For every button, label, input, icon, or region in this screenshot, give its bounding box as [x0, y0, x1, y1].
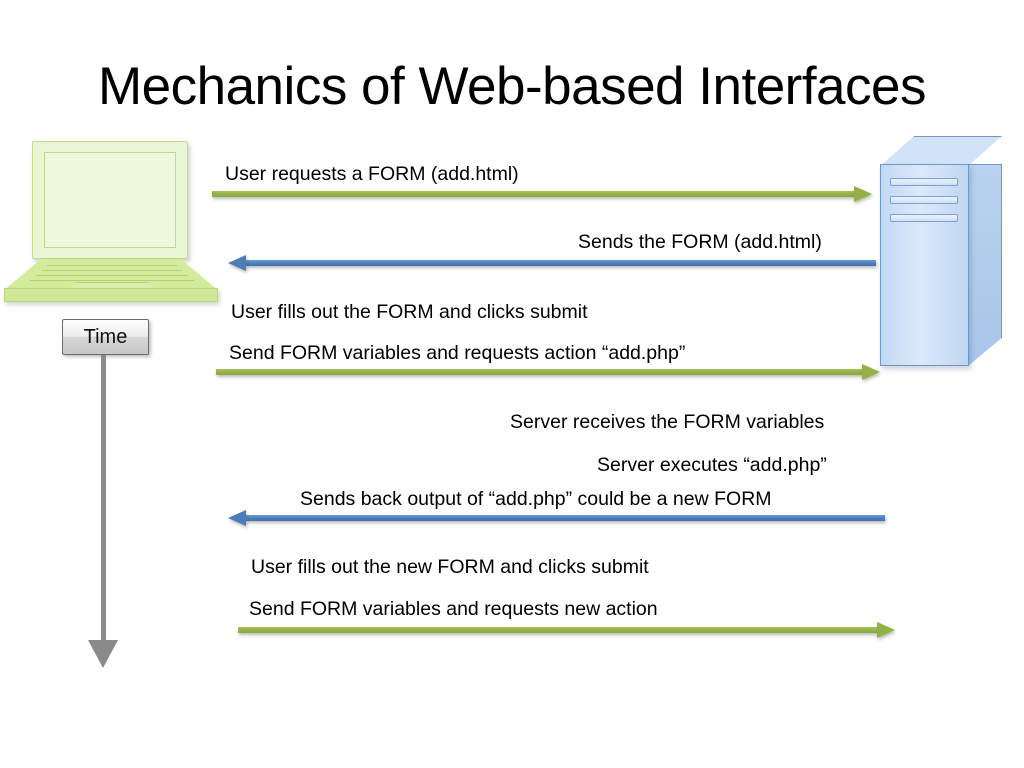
- server-drive-slot: [890, 178, 958, 186]
- message-label-1: User requests a FORM (add.html): [225, 163, 519, 185]
- arrow-head-icon: [877, 622, 895, 638]
- arrow-shaft: [245, 260, 876, 266]
- request-arrow-1: [212, 186, 872, 202]
- response-arrow-1: [228, 255, 876, 271]
- laptop-keyboard-deck: [4, 258, 218, 290]
- message-label-2: Sends the FORM (add.html): [578, 231, 822, 253]
- message-label-3: User fills out the FORM and clicks submi…: [231, 301, 588, 323]
- arrow-head-icon: [228, 255, 246, 271]
- client-laptop-icon: [0, 136, 228, 318]
- time-axis-arrowhead-icon: [88, 640, 118, 668]
- time-axis-line: [101, 355, 106, 645]
- time-label: Time: [83, 325, 128, 348]
- request-arrow-3: [238, 622, 895, 638]
- message-label-9: Send FORM variables and requests new act…: [249, 598, 658, 620]
- server-top-face: [880, 136, 1002, 166]
- server-drive-slot: [890, 214, 958, 222]
- keyboard-row: [42, 270, 182, 271]
- response-arrow-2: [228, 510, 885, 526]
- keyboard-row: [36, 275, 188, 276]
- message-label-5: Server receives the FORM variables: [510, 411, 825, 433]
- message-label-7: Sends back output of “add.php” could be …: [300, 488, 772, 510]
- arrow-shaft: [212, 191, 855, 197]
- message-label-4: Send FORM variables and requests action …: [229, 342, 686, 364]
- time-label-box: Time: [62, 319, 149, 355]
- keyboard-row: [47, 265, 177, 266]
- keyboard-row: [30, 280, 194, 281]
- arrow-head-icon: [862, 364, 880, 380]
- arrow-head-icon: [854, 186, 872, 202]
- arrow-shaft: [238, 627, 878, 633]
- server-front-face: [880, 164, 969, 366]
- laptop-screen-inner: [44, 152, 176, 248]
- arrow-shaft: [245, 515, 885, 521]
- laptop-screen: [32, 141, 188, 259]
- page-title: Mechanics of Web-based Interfaces: [97, 57, 927, 116]
- laptop-base: [4, 258, 218, 302]
- arrow-head-icon: [228, 510, 246, 526]
- message-label-6: Server executes “add.php”: [597, 454, 827, 476]
- arrow-shaft: [216, 369, 863, 375]
- server-tower-icon: [880, 136, 1012, 368]
- server-drive-slot: [890, 196, 958, 204]
- laptop-base-front: [4, 288, 218, 302]
- request-arrow-2: [216, 364, 880, 380]
- server-side-face: [968, 164, 1002, 366]
- message-label-8: User fills out the new FORM and clicks s…: [251, 556, 649, 578]
